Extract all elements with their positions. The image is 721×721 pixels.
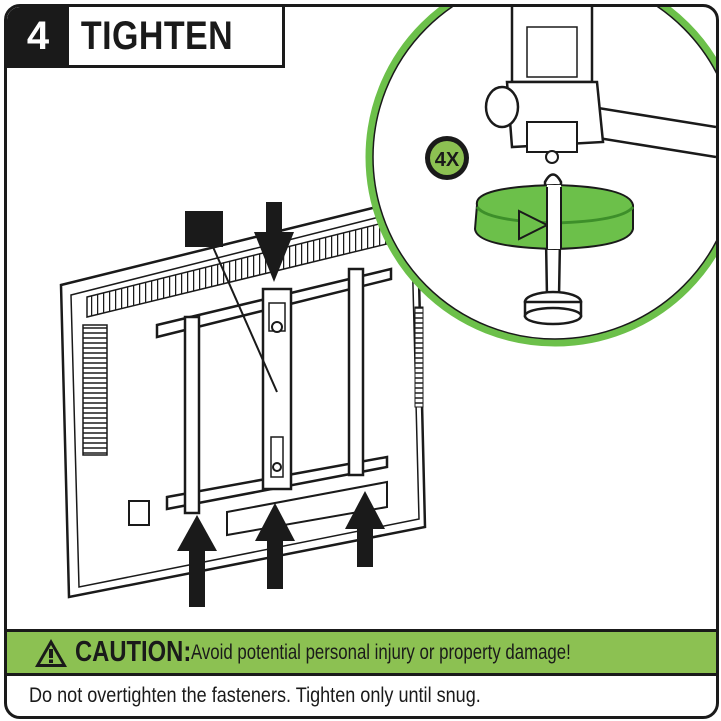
up-arrow-icon: [255, 503, 295, 589]
instruction-note: Do not overtighten the fasteners. Tighte…: [7, 673, 716, 716]
up-arrow-icon: [177, 515, 217, 607]
instruction-panel: 4X 4 TIGHTEN CAUTION: Avoid potential pe…: [4, 4, 719, 719]
callout-leader: [212, 246, 278, 393]
mount-rails: [155, 267, 393, 515]
caution-bar: CAUTION: Avoid potential personal injury…: [7, 629, 716, 673]
step-title: TIGHTEN: [80, 13, 234, 58]
step-header: 4 TIGHTEN: [7, 7, 286, 68]
detail-magnifier: 4X: [365, 7, 716, 347]
step-number: 4: [7, 7, 69, 65]
count-badge-label: 4X: [435, 149, 460, 171]
push-arrow-icon: [254, 202, 294, 282]
up-arrow-icon: [345, 491, 385, 567]
callout-marker: [185, 211, 223, 247]
caution-label: CAUTION:: [75, 636, 192, 668]
warning-triangle-icon: [35, 638, 67, 667]
mount-illustration: 4X: [59, 7, 716, 607]
caution-text: Avoid potential personal injury or prope…: [190, 640, 571, 664]
note-text: Do not overtighten the fasteners. Tighte…: [29, 684, 481, 707]
